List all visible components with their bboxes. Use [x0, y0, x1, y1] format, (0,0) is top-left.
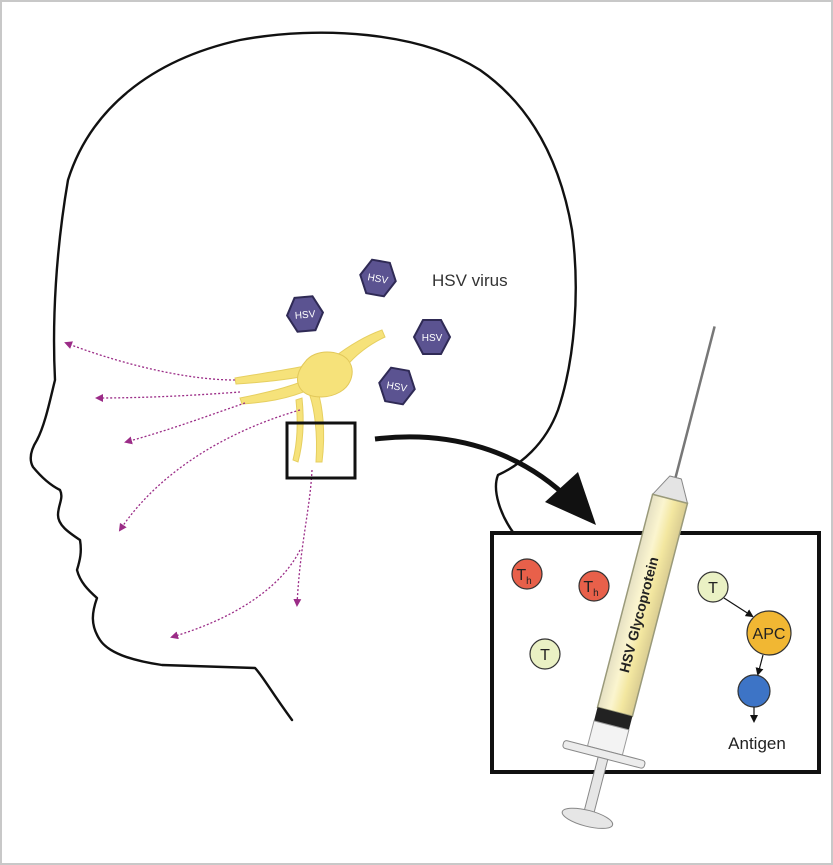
apc-cell: APC — [747, 611, 791, 655]
apc-label: APC — [753, 626, 786, 643]
t-cell: T — [698, 572, 728, 602]
th-cell-main: T — [583, 579, 593, 596]
antigen-cell — [738, 675, 770, 707]
th-cell-sub: h — [593, 588, 599, 599]
th-cell-main: T — [516, 567, 526, 584]
hsv-badge-text: HSV — [294, 309, 316, 322]
th-cell: Th — [512, 559, 542, 589]
th-cell-sub: h — [526, 576, 532, 587]
antigen-label: Antigen — [728, 734, 786, 753]
hsv-badge-text: HSV — [422, 333, 443, 344]
t-cell: T — [530, 639, 560, 669]
t-cell-label: T — [540, 647, 550, 664]
hsv-virus-hexagon: HSV — [414, 320, 450, 354]
t-cell-label: T — [708, 580, 718, 597]
th-cell: Th — [579, 571, 609, 601]
virus-label: HSV virus — [432, 271, 508, 290]
